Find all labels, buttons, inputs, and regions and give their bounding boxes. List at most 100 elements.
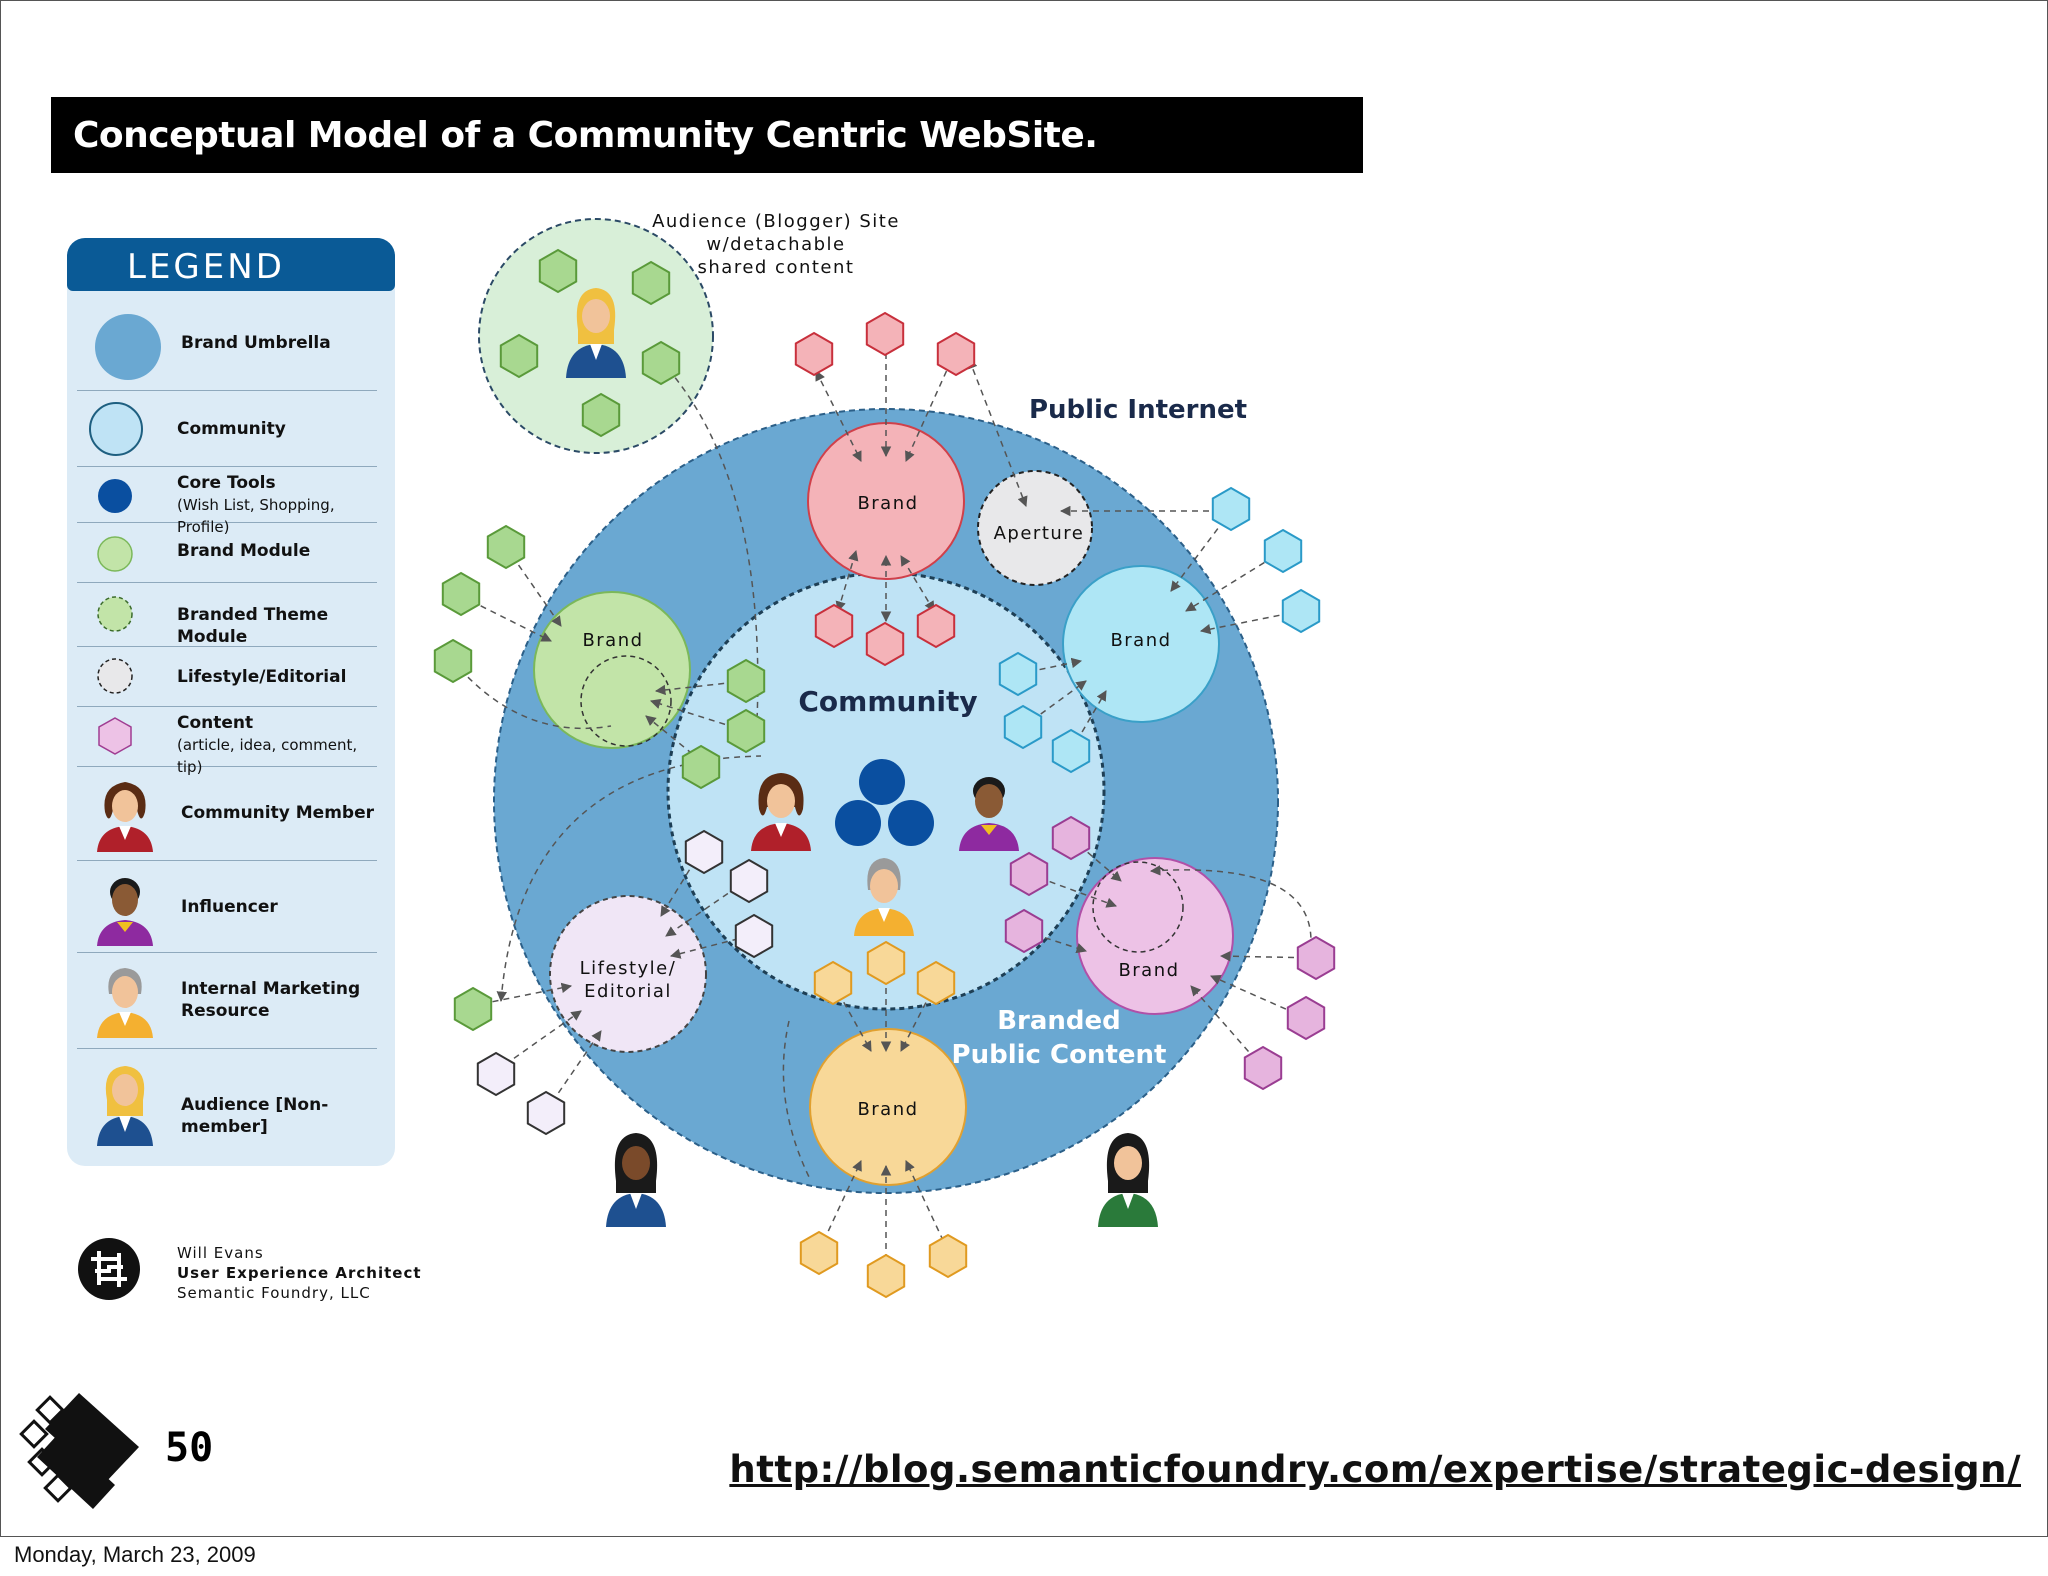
audience-icon	[97, 1066, 153, 1146]
legend-label: Brand Module	[177, 541, 311, 561]
legend-label: Community Member	[181, 803, 374, 823]
hexagon-icon	[98, 717, 132, 755]
audience-site-label-3: shared content	[698, 257, 855, 278]
internal-marketing-icon	[97, 968, 153, 1038]
legend-header: LEGEND	[67, 238, 395, 291]
legend-item-content: Content(article, idea, comment, tip)	[77, 706, 377, 776]
content-hexagon-cyan	[1281, 588, 1321, 634]
content-hexagon-red	[865, 621, 905, 667]
content-hexagon-green	[726, 708, 766, 754]
community-label: Community	[798, 685, 977, 718]
content-hexagon-cyan	[1263, 528, 1303, 574]
content-hexagon-green	[581, 392, 621, 438]
content-hexagon-green	[631, 260, 671, 306]
community-member-icon	[97, 782, 153, 852]
content-hexagon-green	[441, 571, 481, 617]
content-hexagon-red	[794, 331, 834, 377]
branded-theme-module-icon	[97, 596, 133, 632]
brand-pink-circle	[1076, 857, 1234, 1015]
blog-url-link[interactable]: http://blog.semanticfoundry.com/expertis…	[729, 1448, 2021, 1491]
content-hexagon-red	[814, 603, 854, 649]
author-name: Will Evans	[177, 1244, 264, 1262]
date-footer: Monday, March 23, 2009	[14, 1542, 256, 1567]
content-hexagon-cyan	[1003, 704, 1043, 750]
legend-label: Influencer	[181, 897, 278, 917]
legend-item-influencer: Influencer	[77, 860, 377, 953]
core-tools-dot	[859, 759, 905, 805]
content-hexagon-pink	[1051, 815, 1091, 861]
content-hexagon-yellow	[813, 960, 853, 1006]
legend-label: Content(article, idea, comment, tip)	[177, 713, 358, 776]
content-hexagon-yellow	[799, 1230, 839, 1276]
brand-module-icon	[97, 536, 133, 572]
content-hexagon-green	[681, 744, 721, 790]
community-member-person	[751, 773, 811, 851]
semantic-foundry-logo	[78, 1238, 140, 1300]
internal-marketing-person	[854, 858, 914, 936]
slide-number: 50	[165, 1425, 214, 1471]
brand-yellow-label: Brand	[857, 1099, 918, 1120]
branded-public-label-1: Branded	[997, 1006, 1121, 1036]
public-internet-label: Public Internet	[1029, 395, 1247, 425]
aperture-label: Aperture	[994, 523, 1085, 544]
lifestyle-label-2: Editorial	[584, 981, 672, 1002]
content-hexagon-green	[453, 986, 493, 1032]
legend-item-branded-theme-module: Branded Theme Module	[77, 582, 377, 647]
content-hexagon-green	[726, 658, 766, 704]
lifestyle-editorial-icon	[97, 658, 133, 694]
legend-panel: LEGEND Brand Umbrella Community Core Too…	[67, 238, 395, 1166]
content-hexagon-red	[936, 331, 976, 377]
content-hexagon-yellow	[866, 1253, 906, 1299]
legend-item-lifestyle-editorial: Lifestyle/Editorial	[77, 646, 377, 707]
content-hexagon-green	[486, 524, 526, 570]
brand-red-label: Brand	[857, 493, 918, 514]
influencer-icon	[97, 878, 153, 946]
legend-item-audience: Audience [Non-member]	[77, 1048, 377, 1158]
brand-umbrella-icon	[95, 314, 161, 380]
community-icon	[89, 402, 143, 456]
content-hexagon-pink	[1286, 995, 1326, 1041]
audience-person-dark	[606, 1133, 666, 1227]
content-hexagon-yellow	[866, 940, 906, 986]
legend-item-brand-module: Brand Module	[77, 522, 377, 583]
audience-person	[566, 288, 626, 378]
content-hexagon-pink	[1009, 851, 1049, 897]
influencer-person	[959, 777, 1019, 851]
content-hexagons	[433, 248, 1336, 1299]
content-hexagon-white	[476, 1051, 516, 1097]
legend-label: Core Tools(Wish List, Shopping, Profile)	[177, 473, 335, 536]
audience-site-label-2: w/detachable	[706, 234, 845, 255]
legend-title: LEGEND	[127, 247, 285, 287]
content-hexagon-white	[729, 858, 769, 904]
pink-theme-circle	[1092, 861, 1184, 953]
brand-cyan-circle	[1062, 565, 1220, 723]
content-hexagon-white	[526, 1090, 566, 1136]
brand-green-circle	[533, 591, 691, 749]
legend-label: Brand Umbrella	[181, 333, 331, 353]
legend-item-brand-umbrella: Brand Umbrella	[77, 298, 377, 391]
legend-label: Lifestyle/Editorial	[177, 667, 347, 687]
brand-cyan-label: Brand	[1110, 630, 1171, 651]
content-hexagon-yellow	[916, 960, 956, 1006]
core-tools-dot	[888, 800, 934, 846]
brand-green-label: Brand	[582, 630, 643, 651]
content-hexagon-pink	[1296, 935, 1336, 981]
audience-site-label-1: Audience (Blogger) Site	[652, 211, 900, 232]
legend-label: Community	[177, 419, 286, 439]
author-block: Will Evans User Experience Architect Sem…	[177, 1243, 422, 1303]
content-hexagon-red	[865, 311, 905, 357]
slide-title: Conceptual Model of a Community Centric …	[73, 115, 1098, 156]
content-hexagon-yellow	[928, 1233, 968, 1279]
community-model-diagram: Audience (Blogger) Site w/detachable sha…	[433, 211, 1336, 1299]
content-hexagon-white	[734, 913, 774, 959]
legend-item-community-member: Community Member	[77, 766, 377, 861]
brand-pink-label: Brand	[1118, 960, 1179, 981]
content-hexagon-green	[641, 340, 681, 386]
slide: Conceptual Model of a Community Centric …	[0, 0, 2048, 1537]
author-role: User Experience Architect	[177, 1264, 422, 1282]
legend-item-core-tools: Core Tools(Wish List, Shopping, Profile)	[77, 466, 377, 536]
content-hexagon-green	[499, 333, 539, 379]
content-hexagon-cyan	[1211, 486, 1251, 532]
